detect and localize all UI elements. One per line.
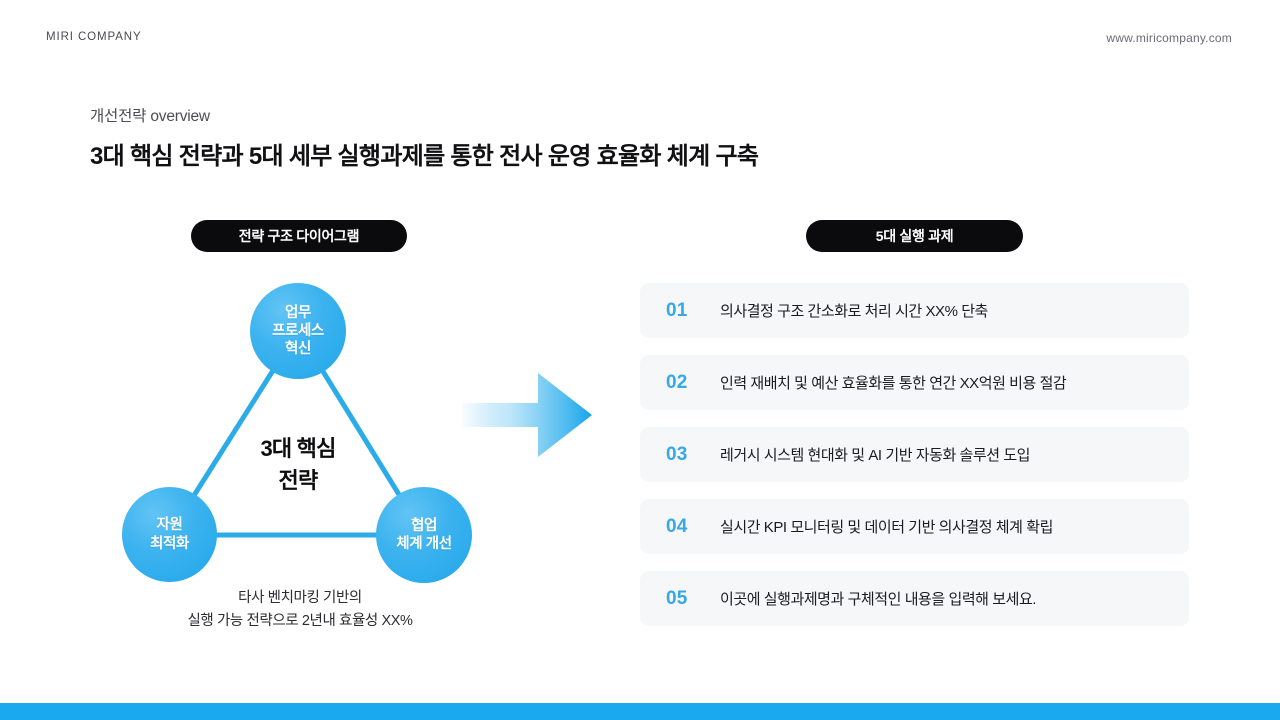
task-number: 03 (666, 443, 688, 465)
task-list: 01 의사결정 구조 간소화로 처리 시간 XX% 단축 02 인력 재배치 및… (640, 283, 1189, 626)
brand-name: MIRI COMPANY (46, 31, 142, 43)
flow-arrow-icon (462, 370, 592, 460)
node-left-line-1: 자원 (156, 517, 183, 534)
diagram-node-top: 업무 프로세스 혁신 (250, 283, 346, 379)
node-top-line-3: 혁신 (285, 341, 311, 358)
page-header: MIRI COMPANY www.miricompany.com (0, 0, 1280, 72)
task-label: 레거시 시스템 현대화 및 AI 기반 자동화 솔루션 도입 (720, 447, 1031, 464)
diagram-caption: 타사 벤치마킹 기반의 실행 가능 전략으로 2년내 효율성 XX% (140, 587, 460, 634)
task-label: 인력 재배치 및 예산 효율화를 통한 연간 XX억원 비용 절감 (720, 375, 1067, 392)
center-label-line-2: 전략 (278, 467, 319, 493)
center-label-line-1: 3대 핵심 (260, 436, 336, 461)
node-left-line-2: 최적화 (150, 535, 189, 552)
site-url: www.miricompany.com (1106, 31, 1232, 45)
diagram-center-label: 3대 핵심 전략 (198, 433, 398, 497)
diagram-caption-line-1: 타사 벤치마킹 기반의 (238, 590, 362, 606)
task-label: 의사결정 구조 간소화로 처리 시간 XX% 단축 (720, 303, 988, 320)
task-row[interactable]: 05 이곳에 실행과제명과 구체적인 내용을 입력해 보세요. (640, 571, 1189, 626)
badge-diagram: 전략 구조 다이어그램 (191, 220, 407, 252)
task-row[interactable]: 03 레거시 시스템 현대화 및 AI 기반 자동화 솔루션 도입 (640, 427, 1189, 482)
task-row[interactable]: 01 의사결정 구조 간소화로 처리 시간 XX% 단축 (640, 283, 1189, 338)
diagram-node-left: 자원 최적화 (122, 487, 217, 582)
diagram-caption-line-2: 실행 가능 전략으로 2년내 효율성 XX% (187, 613, 413, 630)
task-number: 05 (666, 587, 688, 609)
badge-tasks: 5대 실행 과제 (806, 220, 1023, 252)
node-right-line-1: 협업 (411, 517, 437, 534)
task-number: 02 (666, 371, 688, 393)
node-right-line-2: 체계 개선 (396, 536, 452, 552)
task-number: 01 (666, 299, 688, 321)
task-label: 실시간 KPI 모니터링 및 데이터 기반 의사결정 체계 확립 (720, 519, 1053, 536)
strategy-triangle-diagram: 업무 프로세스 혁신 자원 최적화 협업 체계 개선 3대 핵심 전략 타사 벤… (80, 265, 520, 645)
page-title: 3대 핵심 전략과 5대 세부 실행과제를 통한 전사 운영 효율화 체계 구축 (90, 143, 759, 170)
node-top-line-2: 프로세스 (272, 322, 324, 339)
task-label: 이곳에 실행과제명과 구체적인 내용을 입력해 보세요. (720, 591, 1037, 608)
task-row[interactable]: 02 인력 재배치 및 예산 효율화를 통한 연간 XX억원 비용 절감 (640, 355, 1189, 410)
node-top-line-1: 업무 (285, 304, 311, 321)
task-number: 04 (666, 515, 688, 537)
diagram-node-right: 협업 체계 개선 (376, 487, 472, 583)
footer-accent-bar (0, 703, 1280, 720)
task-row[interactable]: 04 실시간 KPI 모니터링 및 데이터 기반 의사결정 체계 확립 (640, 499, 1189, 554)
section-eyebrow: 개선전략 overview (90, 108, 210, 125)
